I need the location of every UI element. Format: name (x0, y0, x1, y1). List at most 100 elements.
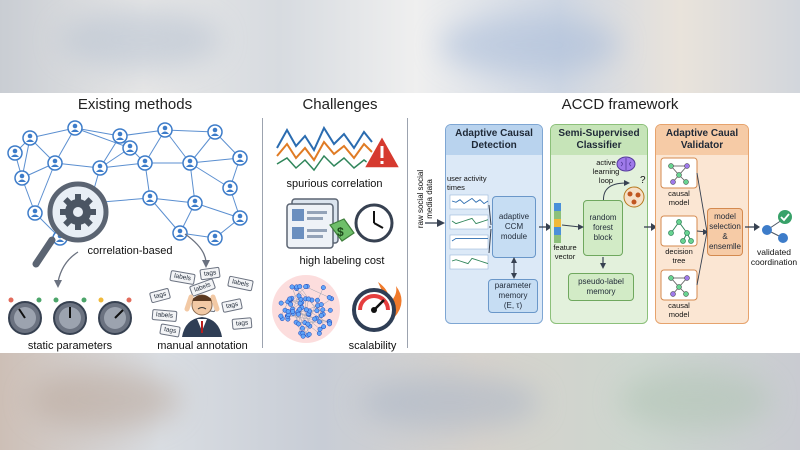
accd-framework-title: ACCD framework (561, 96, 679, 113)
crowd-node (288, 301, 294, 307)
activity-series-line (451, 237, 488, 242)
activity-series-line (451, 197, 489, 205)
user-node (67, 120, 83, 136)
crowd-node (327, 307, 333, 313)
background-blur (620, 370, 770, 430)
parameter-memory: parameter memory (E, τ) (488, 279, 538, 313)
crowd-edge (317, 305, 320, 322)
ssc-title: Semi-Supervised Classifier (551, 125, 647, 155)
spurious-correlation-label: spurious correlation (286, 178, 383, 190)
crowd-node (320, 285, 326, 291)
validator-models (660, 157, 709, 301)
crowd-node (278, 313, 284, 319)
crowd-node (303, 307, 309, 313)
crowd-node (297, 284, 303, 289)
section-divider (407, 118, 408, 348)
crowd-node (300, 333, 306, 339)
existing-methods-title: Existing methods (77, 96, 193, 113)
person-stressed-icon (182, 294, 222, 337)
user-node (137, 155, 153, 171)
model-selection-ensemble: model selection & ensemlle (707, 208, 743, 256)
dollar-tag-icon: $ (329, 218, 355, 242)
crowd-node (314, 308, 320, 314)
user-node (187, 195, 203, 211)
causal-node (670, 179, 676, 185)
ssc-to-acv-arrow (644, 223, 657, 231)
crowd-node (317, 319, 322, 325)
network-edge (194, 202, 241, 219)
tree-node (668, 230, 674, 236)
crowd-node (278, 300, 284, 306)
acd-to-ssc-arrow (539, 223, 552, 231)
network-edge (74, 127, 131, 149)
parameter-symbols: (E, τ) (503, 301, 523, 310)
crowd-node (316, 330, 322, 336)
section-divider (262, 118, 263, 348)
warning-icon (362, 134, 402, 169)
knob-icon (98, 297, 132, 335)
causal-node (683, 179, 689, 185)
active-learning-loop: ? (602, 175, 646, 208)
document-icon (286, 198, 339, 249)
high-labeling-cost-label: high labeling cost (299, 255, 385, 267)
crowd-node (318, 302, 324, 308)
acv-title: Adaptive Caual Validator (656, 125, 748, 155)
crowd-node (285, 309, 291, 314)
crowd-node (321, 324, 327, 330)
user-node (222, 180, 238, 196)
clock-icon (354, 203, 394, 243)
manual-annotation-label: manual annotation (157, 340, 248, 352)
crowd-node (289, 284, 295, 290)
user-node (7, 145, 23, 161)
tree-node (688, 238, 694, 244)
feature-vector-label: feature vector (553, 243, 577, 261)
correlation-based-label: correlation-based (87, 245, 173, 257)
user-node (157, 122, 173, 138)
ssc-arrows (561, 224, 606, 269)
tree-node (680, 238, 686, 244)
user-node (182, 155, 198, 171)
network-edge (34, 162, 56, 214)
annotation-tag: labels (151, 308, 178, 323)
causal-node (684, 163, 690, 169)
user-node (92, 160, 108, 176)
causal-node (676, 172, 682, 178)
crowd-node (314, 297, 320, 303)
scalability-label: scalability (348, 340, 397, 352)
causal-node (676, 284, 682, 290)
model-to-ensemble-arrow (696, 172, 708, 233)
validated-coordination-label: validated coordination (750, 247, 798, 267)
spurious-correlation-chart (276, 125, 402, 172)
background-blur (360, 375, 540, 430)
causal-node (683, 291, 689, 297)
causal-node (684, 275, 690, 281)
user-node (27, 205, 43, 221)
feature-vector (554, 203, 561, 243)
crowd-node (306, 331, 312, 337)
model-to-ensemble-arrow (696, 231, 708, 286)
activity-series-frame (449, 214, 489, 230)
activity-series-line (451, 257, 489, 265)
user-node (47, 155, 63, 171)
crowd-node (290, 309, 296, 314)
svg-text:$: $ (337, 225, 344, 239)
acd-arrows (488, 204, 517, 279)
static-parameters-label: static parameters (27, 340, 113, 352)
svg-text:?: ? (640, 175, 646, 186)
activity-series-frame (449, 194, 489, 210)
speedometer-icon (352, 282, 402, 332)
activity-time-series (449, 194, 489, 270)
user-node (172, 225, 188, 241)
magnifier-icon (32, 181, 109, 268)
user-node (207, 124, 223, 140)
user-node (232, 210, 248, 226)
knob-icon (53, 297, 87, 335)
crowd-node (297, 306, 303, 312)
crowd-node (296, 293, 302, 299)
causal-node (670, 291, 676, 297)
network-edge (189, 157, 241, 164)
acv-to-output-arrow (745, 223, 760, 231)
crowd-node (312, 316, 318, 322)
crowd-node (297, 300, 303, 306)
user-node (22, 130, 38, 146)
